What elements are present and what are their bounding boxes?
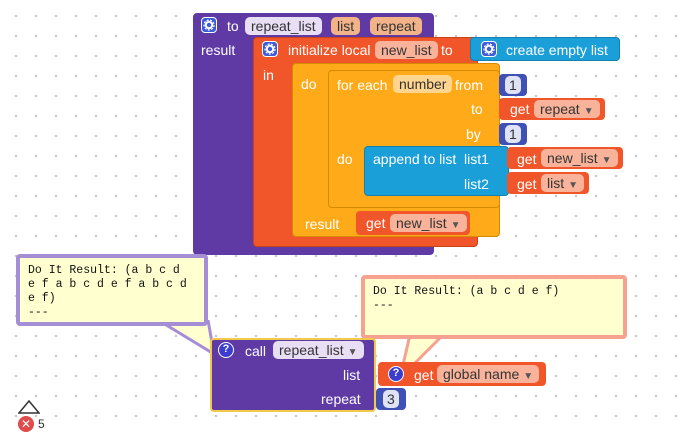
warning-triangle-icon[interactable]	[18, 400, 40, 414]
chevron-down-icon: ▼	[450, 220, 461, 231]
by-label: by	[466, 126, 481, 142]
local-variable-name[interactable]: new_list	[375, 41, 438, 59]
to-keyword: to	[227, 18, 239, 34]
get-result-value: new_list	[396, 215, 447, 231]
procedure-name-field[interactable]: repeat_list	[245, 17, 322, 35]
gear-icon[interactable]	[262, 41, 278, 57]
list-arg-label: list	[343, 367, 361, 383]
from-value-field[interactable]: 1	[505, 76, 521, 94]
chevron-down-icon: ▼	[601, 155, 612, 166]
get-label: get	[510, 101, 530, 117]
error-icon[interactable]: ✕	[18, 416, 34, 432]
help-icon[interactable]: ?	[218, 342, 234, 358]
get-list-value: list	[547, 175, 565, 191]
get-result-dropdown[interactable]: new_list▼	[390, 214, 467, 232]
list2-label: list2	[464, 176, 489, 192]
to-label: to	[471, 101, 483, 117]
param-repeat[interactable]: repeat	[370, 17, 422, 35]
loop-variable-name[interactable]: number	[393, 75, 453, 93]
repeat-arg-label: repeat	[321, 391, 361, 407]
get-new-list-value: new_list	[547, 150, 598, 166]
param-list[interactable]: list	[331, 17, 361, 35]
chevron-down-icon: ▼	[568, 180, 579, 191]
result-label: result	[201, 42, 236, 58]
error-count: 5	[38, 417, 45, 431]
get-list-dropdown[interactable]: list▼	[541, 174, 585, 192]
do-label: do	[337, 151, 353, 167]
get-label: get	[366, 215, 386, 231]
chevron-down-icon: ▼	[523, 371, 534, 382]
by-value-field[interactable]: 1	[505, 125, 521, 143]
get-new-list-dropdown[interactable]: new_list▼	[541, 149, 618, 167]
get-repeat-value: repeat	[540, 101, 580, 117]
get-global-name-dropdown[interactable]: global name▼	[437, 365, 540, 383]
result-keyword: result	[305, 216, 340, 232]
in-keyword: in	[263, 67, 274, 83]
append-label: append to list	[373, 151, 457, 167]
get-global-name-value: global name	[443, 366, 520, 382]
call-procedure-name: repeat_list	[279, 342, 344, 358]
chevron-down-icon: ▼	[583, 106, 594, 117]
left-bubble-tail	[155, 320, 217, 358]
chevron-down-icon: ▼	[347, 347, 358, 358]
call-procedure-dropdown[interactable]: repeat_list▼	[273, 341, 364, 359]
do-keyword: do	[301, 76, 317, 92]
get-label: get	[517, 151, 537, 167]
do-it-result-bubble-right: Do It Result: (a b c d e f) ---	[361, 275, 627, 339]
to-keyword: to	[441, 42, 453, 58]
get-label: get	[517, 176, 537, 192]
for-each-label: for each	[337, 77, 388, 93]
append-to-list-block[interactable]	[364, 146, 509, 196]
get-label: get	[414, 367, 434, 383]
from-label: from	[455, 77, 483, 93]
initialize-local-label: initialize local	[288, 42, 371, 58]
list1-label: list1	[464, 151, 489, 167]
gear-icon[interactable]	[201, 17, 217, 33]
gear-icon[interactable]	[481, 41, 497, 57]
do-it-result-bubble-left: Do It Result: (a b c d e f a b c d e f a…	[16, 254, 208, 326]
get-repeat-dropdown[interactable]: repeat▼	[534, 100, 600, 118]
create-empty-list-label: create empty list	[506, 42, 608, 58]
call-keyword: call	[245, 343, 267, 359]
repeat-value-field[interactable]: 3	[383, 390, 399, 408]
help-icon[interactable]: ?	[388, 366, 404, 382]
